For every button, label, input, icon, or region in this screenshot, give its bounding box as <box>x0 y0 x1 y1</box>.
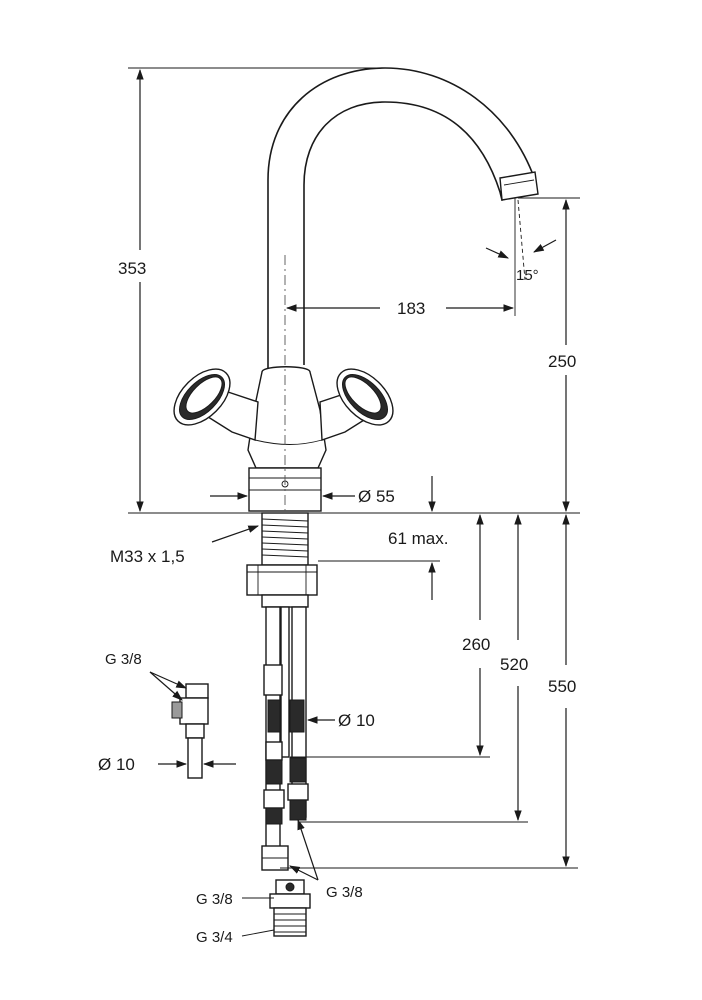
label-valve-thread-top: G 3/8 <box>105 651 142 668</box>
right-handle-knob <box>336 368 394 426</box>
label-hose-260: 260 <box>462 635 490 654</box>
faucet-body <box>173 67 539 700</box>
angle-valve-detail <box>171 683 209 779</box>
label-deck-max: 61 max. <box>388 529 448 548</box>
mounting-nut <box>246 564 318 596</box>
label-angle: 15° <box>516 267 539 284</box>
adapter-fitting <box>269 879 311 937</box>
spout <box>267 67 538 370</box>
dimension-lines <box>128 67 580 937</box>
label-hose-end-thread: G 3/8 <box>326 884 363 901</box>
label-valve-pipe-diameter: Ø 10 <box>98 755 135 774</box>
label-spout-height: 250 <box>548 352 576 371</box>
label-height-total: 353 <box>118 259 146 278</box>
spout-tip <box>499 171 539 201</box>
label-hose-diameter: Ø 10 <box>338 711 375 730</box>
mounting-assembly <box>246 512 318 871</box>
label-adapter-thread-bottom: G 3/4 <box>196 929 233 946</box>
label-thread: M33 x 1,5 <box>110 547 185 566</box>
label-reach: 183 <box>397 299 425 318</box>
label-hose-520: 520 <box>500 655 528 674</box>
left-handle-knob <box>173 368 231 426</box>
label-hose-550: 550 <box>548 677 576 696</box>
label-base-diameter: Ø 55 <box>358 487 395 506</box>
mixer-body <box>247 366 327 469</box>
label-adapter-thread-top: G 3/8 <box>196 891 233 908</box>
